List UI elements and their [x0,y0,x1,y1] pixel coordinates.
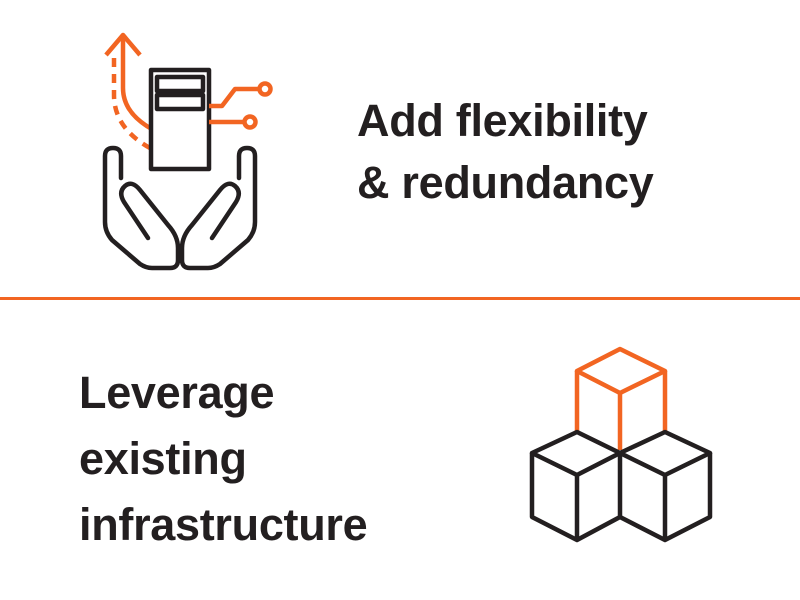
divider [0,297,800,300]
server-body [148,67,212,172]
heading-line: Leverage [79,367,275,418]
right-cube [617,429,713,543]
heading-infrastructure: Leverage existing infrastructure [79,360,368,558]
arrow-dashed-trail [111,58,152,150]
stacked-cubes-icon [529,346,713,543]
top-cube [574,346,668,450]
left-cube [529,429,623,543]
circuit-icon [209,81,273,130]
circuit-node [242,114,258,130]
heading-line: infrastructure [79,499,368,550]
left-hand [102,145,181,271]
circuit-line [209,86,259,109]
heading-line: & redundancy [357,157,654,208]
arrow-icon [104,32,152,150]
heading-line: Add flexibility [357,95,648,146]
server-drawer [154,74,206,94]
circuit-node [257,81,273,97]
server-drawer [154,92,206,112]
right-hand [179,145,258,271]
heading-line: existing [79,433,247,484]
arrow-head [104,32,142,57]
heading-flexibility: Add flexibility & redundancy [357,90,654,214]
arrow-stem [120,37,152,130]
hands-icon [102,145,258,271]
server-in-hands-icon [102,32,273,271]
server-icon [148,67,212,172]
